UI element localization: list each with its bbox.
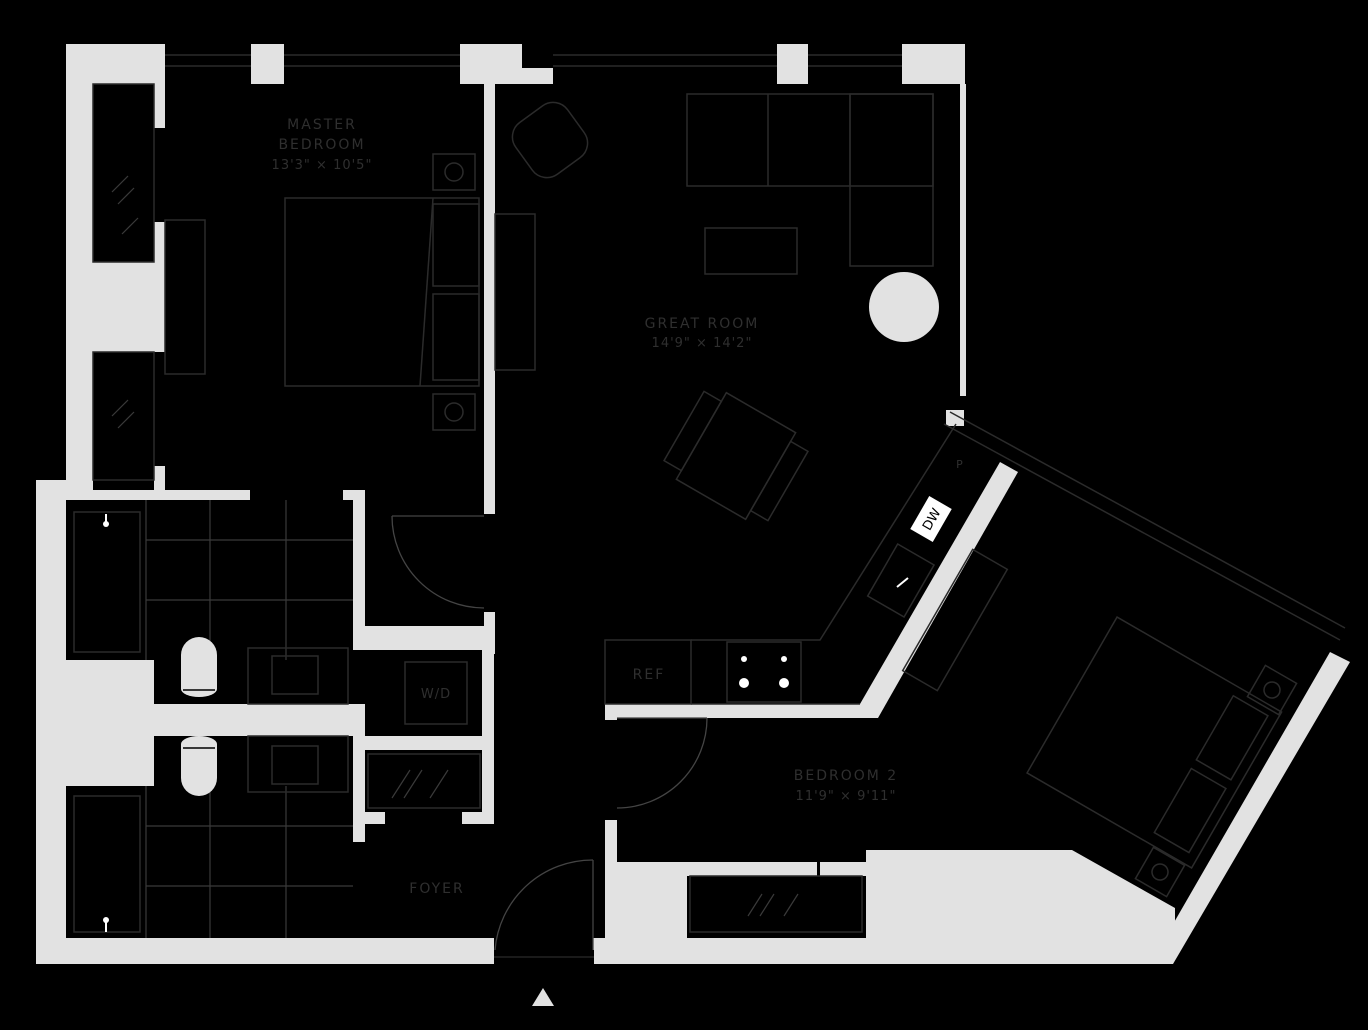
closets — [367, 661, 863, 933]
master-bedroom-title-line1: MASTER — [287, 117, 357, 133]
side-table-icon — [869, 272, 939, 342]
walls — [36, 44, 1350, 964]
master-bedroom-furniture — [92, 83, 480, 481]
great-room-furniture — [494, 93, 1009, 705]
bathrooms — [73, 500, 353, 938]
bedroom-2-dimensions: 11'9" × 9'11" — [796, 789, 897, 804]
triangle-up-icon — [532, 988, 554, 1006]
bedroom-2-furniture — [1026, 616, 1298, 898]
dishwasher-label: DW — [910, 496, 952, 542]
pantry-label: P — [956, 458, 964, 471]
washer-dryer-label: W/D — [421, 687, 451, 702]
bedroom-2-title: BEDROOM 2 — [794, 768, 898, 784]
master-bedroom-title-line2: BEDROOM — [278, 137, 365, 153]
foyer-title: FOYER — [409, 881, 464, 897]
doors — [391, 515, 708, 951]
master-bedroom-dimensions: 13'3" × 10'5" — [272, 158, 373, 173]
great-room-title: GREAT ROOM — [645, 316, 760, 332]
great-room-dimensions: 14'9" × 14'2" — [652, 336, 753, 351]
refrigerator-label: REF — [633, 667, 666, 683]
windows — [165, 54, 1346, 641]
